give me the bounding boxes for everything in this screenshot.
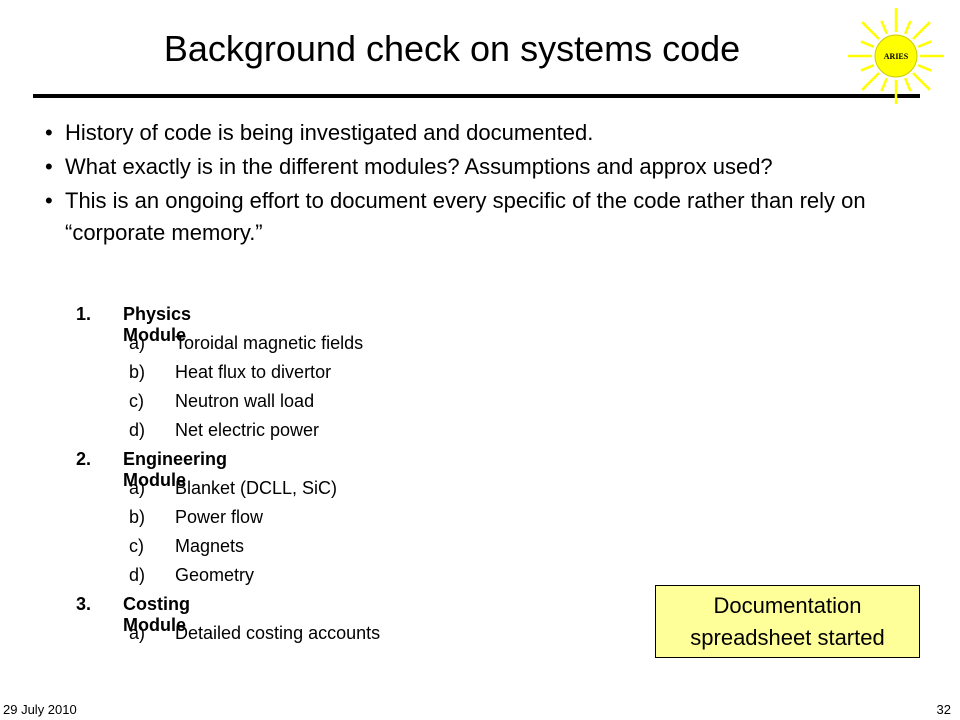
aries-sun-logo: ARIES xyxy=(848,8,944,104)
footer-date: 29 July 2010 xyxy=(3,702,77,717)
note-line: Documentation xyxy=(713,593,862,618)
subitem-letter: d) xyxy=(129,565,146,585)
sun-ray xyxy=(880,20,888,35)
sun-ray xyxy=(904,20,912,35)
subitem-label: Magnets xyxy=(175,536,245,556)
subitem-letter: b) xyxy=(129,507,146,527)
module-number: 3. xyxy=(76,594,92,614)
slide-number: 32 xyxy=(936,702,951,717)
module-label: Physics Module xyxy=(123,304,192,345)
subitem-label: Neutron wall load xyxy=(175,391,315,411)
sun-ray xyxy=(917,40,932,48)
sun-ray xyxy=(861,21,880,40)
sun-ray xyxy=(904,77,912,92)
subitem-letter: a) xyxy=(129,333,146,353)
module-number: 2. xyxy=(76,449,92,469)
subitem-letter: a) xyxy=(129,623,146,643)
module-label: Costing Module xyxy=(123,594,190,635)
subitem-label: Net electric power xyxy=(175,420,320,440)
subitem-label: Heat flux to divertor xyxy=(175,362,332,382)
subitem-label: Toroidal magnetic fields xyxy=(175,333,364,353)
subitem-label: Blanket (DCLL, SiC) xyxy=(175,478,338,498)
documentation-note-box: Documentation spreadsheet started xyxy=(655,585,920,658)
module-number: 1. xyxy=(76,304,92,324)
logo-text: ARIES xyxy=(884,52,909,61)
sun-ray xyxy=(912,72,931,91)
title-underline xyxy=(33,94,920,98)
sun-ray xyxy=(917,64,932,72)
bullet-list: History of code is being investigated an… xyxy=(45,117,905,251)
slide-title: Background check on systems code xyxy=(163,28,741,69)
note-line: spreadsheet started xyxy=(690,625,885,650)
bullet-item: History of code is being investigated an… xyxy=(45,117,905,149)
bullet-item: This is an ongoing effort to document ev… xyxy=(45,185,905,249)
sun-ray xyxy=(860,40,875,48)
subitem-label: Power flow xyxy=(175,507,264,527)
subitem-label: Detailed costing accounts xyxy=(175,623,381,643)
bullet-item: What exactly is in the different modules… xyxy=(45,151,905,183)
module-label: Engineering Module xyxy=(123,449,228,490)
subitem-letter: c) xyxy=(129,391,144,411)
sun-ray xyxy=(912,21,931,40)
subitem-letter: d) xyxy=(129,420,146,440)
subitem-letter: a) xyxy=(129,478,146,498)
subitem-label: Geometry xyxy=(175,565,255,585)
sun-ray xyxy=(861,72,880,91)
sun-ray xyxy=(860,64,875,72)
subitem-letter: b) xyxy=(129,362,146,382)
sun-ray xyxy=(880,77,888,92)
subitem-letter: c) xyxy=(129,536,144,556)
